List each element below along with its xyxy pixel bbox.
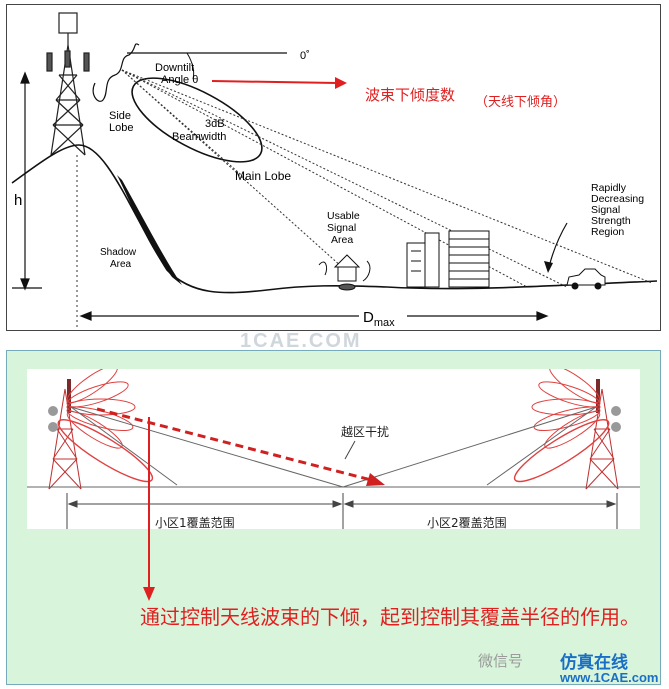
- cn-antenna-label: （天线下倾角）: [475, 95, 566, 110]
- rapid-arrow-head: [544, 261, 553, 273]
- cell1-label: 小区1覆盖范围: [155, 516, 235, 529]
- terrain-line: [11, 144, 658, 294]
- overshoot-label: 越区干扰: [341, 425, 389, 439]
- left-beam-fan: [57, 365, 154, 483]
- height-label: h: [14, 192, 22, 209]
- rapid-label-3: Signal: [591, 204, 620, 216]
- shadow-label-2: Area: [110, 259, 132, 270]
- dmax-arrow: [79, 311, 549, 321]
- beamwidth-label-1: 3dB: [205, 118, 225, 130]
- caption-pointer-head: [143, 587, 155, 601]
- coverage-illustration: 越区干扰 小区1覆盖范围 小区2覆盖范围: [27, 365, 640, 530]
- buildings-icon: [406, 230, 490, 288]
- beamwidth-label-2: Beamwidth: [172, 131, 226, 143]
- usable-label-2: Signal: [327, 222, 356, 234]
- side-lobe-label-1: Side: [109, 110, 131, 122]
- shadow-label-1: Shadow: [100, 247, 137, 258]
- dmax-label-bg: [359, 305, 407, 327]
- coverage-svg: 越区干扰 小区1覆盖范围 小区2覆盖范围: [27, 365, 640, 530]
- bottom-diagram-panel: 越区干扰 小区1覆盖范围 小区2覆盖范围: [6, 350, 661, 685]
- dmax-label: Dmax: [363, 309, 395, 329]
- coverage-range-arrows: [66, 493, 618, 529]
- shadow-area-fill: [117, 175, 182, 285]
- rapid-label-5: Region: [591, 226, 624, 238]
- caption-text: 通过控制天线波束的下倾，起到控制其覆盖半径的作用。: [140, 605, 640, 629]
- height-arrow: [12, 71, 42, 291]
- antenna-tower-icon: [46, 12, 90, 156]
- downtilt-diagram: h 0˚ Downtilt Angle θ 波束下倾度数 （天线下倾角） Sid…: [11, 12, 658, 329]
- side-lobe-label-2: Lobe: [109, 122, 133, 134]
- rapid-label-1: Rapidly: [591, 182, 627, 194]
- overshoot-arrow-line: [96, 407, 376, 483]
- downtilt-arc: [186, 52, 195, 80]
- watermark-url: www.1CAE.com: [560, 670, 659, 685]
- red-arrow-line: [211, 80, 338, 84]
- watermark-site: 仿真在线: [560, 653, 628, 673]
- rapid-label-2: Decreasing: [591, 193, 644, 205]
- main-lobe-label: Main Lobe: [235, 169, 291, 183]
- overshoot-pointer: [344, 440, 356, 460]
- main-lobe-shape: [131, 77, 263, 163]
- beam-lines: [121, 69, 653, 288]
- overshoot-arrow-head: [366, 473, 385, 486]
- top-diagram-panel: h 0˚ Downtilt Angle θ 波束下倾度数 （天线下倾角） Sid…: [6, 4, 661, 331]
- cell2-label: 小区2覆盖范围: [427, 516, 507, 529]
- watermark-wechat: 微信号: [478, 652, 524, 670]
- cn-downtilt-label: 波束下倾度数: [365, 86, 455, 104]
- usable-label-1: Usable: [327, 210, 360, 222]
- usable-label-3: Area: [331, 234, 353, 246]
- side-lobe-curve: [92, 43, 140, 102]
- car-icon: [566, 268, 606, 290]
- rapid-label-4: Strength: [591, 215, 631, 227]
- red-arrow-head: [335, 77, 347, 89]
- angle-label: Angle θ: [161, 74, 198, 86]
- zero-degree-label: 0˚: [300, 50, 310, 62]
- watermark-mid: 1CAE.COM: [240, 330, 362, 352]
- coverage-lines: [27, 406, 640, 488]
- house-icon: [318, 254, 371, 291]
- downtilt-label: Downtilt: [155, 62, 194, 74]
